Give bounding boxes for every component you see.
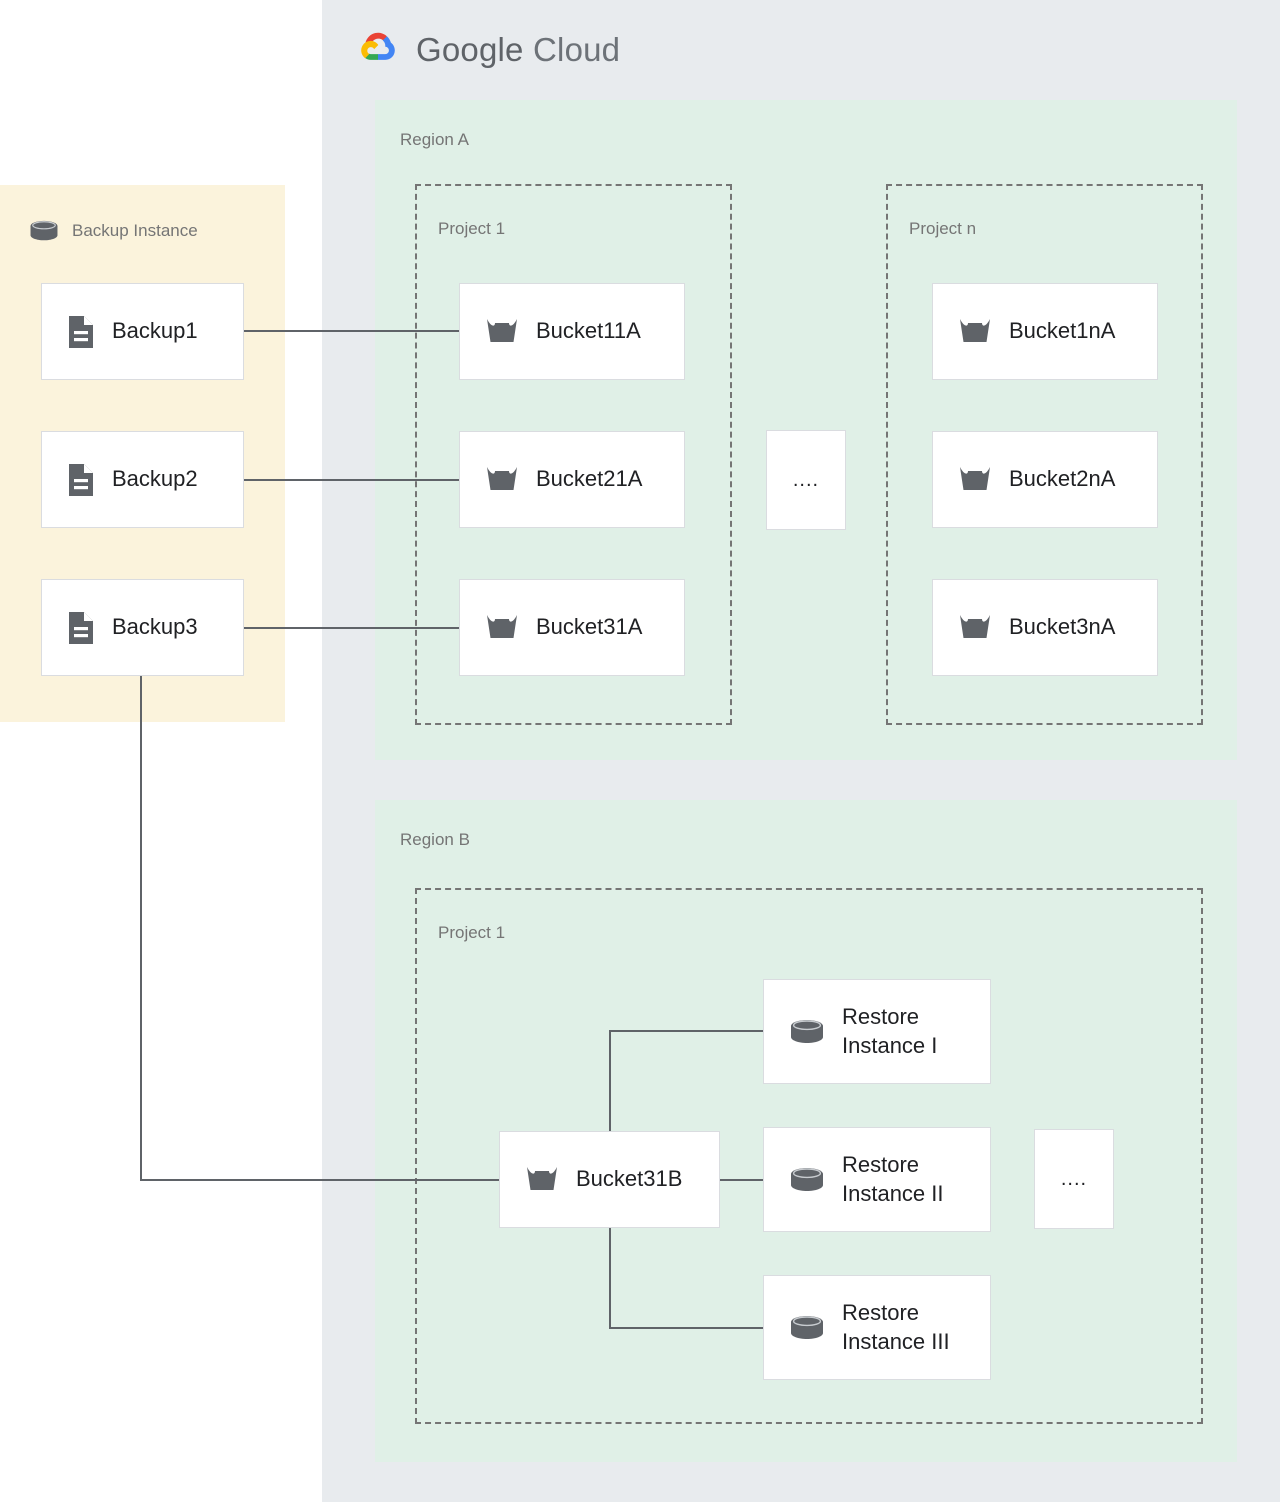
brand-name-google: Google	[416, 31, 524, 68]
region-b-ellipsis-node: ....	[1034, 1129, 1114, 1229]
database-cylinder-icon	[28, 218, 60, 244]
storage-bucket-icon	[957, 315, 993, 349]
node-bucket3na[interactable]: Bucket3nA	[932, 579, 1158, 676]
region-a-project-1-label: Project 1	[438, 219, 506, 238]
node-bucket21a[interactable]: Bucket21A	[459, 431, 685, 528]
node-restore-instance-2[interactable]: Restore Instance II	[763, 1127, 991, 1232]
node-label: Bucket21A	[536, 466, 643, 492]
storage-bucket-icon	[957, 463, 993, 497]
node-bucket11a[interactable]: Bucket11A	[459, 283, 685, 380]
document-icon	[66, 610, 96, 646]
storage-bucket-icon	[957, 611, 993, 645]
node-bucket31a[interactable]: Bucket31A	[459, 579, 685, 676]
region-a-project-n-boundary: Project n	[886, 184, 1203, 725]
region-a-label: Region A	[400, 130, 469, 149]
storage-bucket-icon	[524, 1163, 560, 1197]
node-bucket2na[interactable]: Bucket2nA	[932, 431, 1158, 528]
storage-bucket-icon	[484, 611, 520, 645]
node-backup3[interactable]: Backup3	[41, 579, 244, 676]
node-label: Restore Instance I	[842, 1004, 938, 1058]
node-label: Backup1	[112, 318, 198, 344]
node-label: Bucket3nA	[1009, 614, 1116, 640]
ellipsis-label: ....	[792, 468, 820, 491]
node-label: Bucket1nA	[1009, 318, 1116, 344]
node-restore-instance-3[interactable]: Restore Instance III	[763, 1275, 991, 1380]
brand-name: Google Cloud	[416, 31, 620, 69]
node-label: Restore Instance II	[842, 1152, 944, 1206]
storage-bucket-icon	[484, 463, 520, 497]
google-cloud-logo-icon	[356, 30, 402, 70]
node-label: Bucket2nA	[1009, 466, 1116, 492]
node-label: Backup2	[112, 466, 198, 492]
node-label: Restore Instance III	[842, 1300, 950, 1354]
backup-instance-label: Backup Instance	[72, 221, 198, 240]
database-cylinder-icon	[788, 1313, 826, 1343]
node-label: Bucket31A	[536, 614, 643, 640]
region-a-project-1-boundary: Project 1	[415, 184, 732, 725]
node-restore-instance-1[interactable]: Restore Instance I	[763, 979, 991, 1084]
google-cloud-brand: Google Cloud	[356, 30, 620, 70]
node-label: Bucket11A	[536, 318, 641, 344]
storage-bucket-icon	[484, 315, 520, 349]
ellipsis-label: ....	[1060, 1167, 1088, 1190]
region-a-ellipsis-node: ....	[766, 430, 846, 530]
database-cylinder-icon	[788, 1017, 826, 1047]
node-backup2[interactable]: Backup2	[41, 431, 244, 528]
backup-instance-header: Backup Instance	[28, 218, 198, 244]
region-a-project-n-label: Project n	[909, 219, 977, 238]
region-b-project-1-label: Project 1	[438, 923, 506, 942]
document-icon	[66, 314, 96, 350]
node-label: Backup3	[112, 614, 198, 640]
node-backup1[interactable]: Backup1	[41, 283, 244, 380]
document-icon	[66, 462, 96, 498]
node-bucket31b[interactable]: Bucket31B	[499, 1131, 720, 1228]
database-cylinder-icon	[788, 1165, 826, 1195]
node-label: Bucket31B	[576, 1166, 683, 1192]
brand-name-cloud: Cloud	[533, 31, 621, 68]
region-b-label: Region B	[400, 830, 470, 849]
node-bucket1na[interactable]: Bucket1nA	[932, 283, 1158, 380]
